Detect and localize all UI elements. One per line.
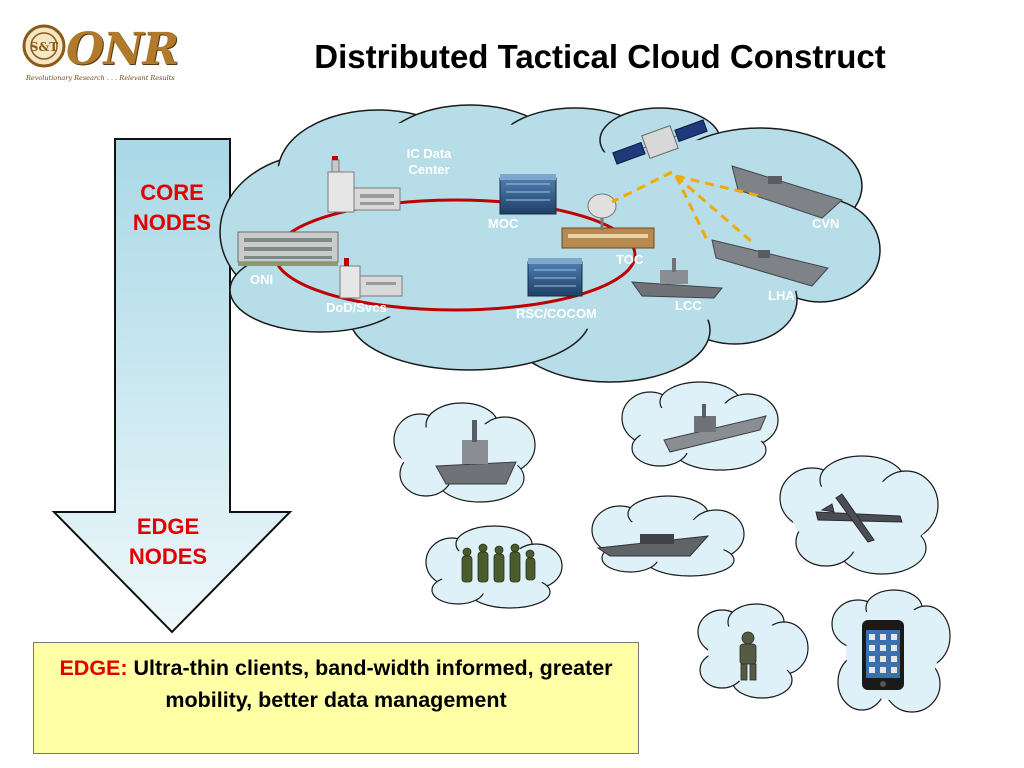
moc-building-icon — [499, 174, 557, 215]
node-label-oni: ONI — [250, 272, 274, 287]
edge-cloud-patrol-boat — [591, 495, 745, 577]
node-label-rsc-cocom: RSC/COCOM — [516, 306, 597, 321]
oni-building-icon — [237, 231, 339, 266]
edge-description-text: Ultra-thin clients, band-width informed,… — [127, 656, 613, 712]
node-label-ic-data-center: IC Data Center — [406, 146, 452, 177]
satellite-links — [611, 170, 761, 244]
edge-nodes-label: EDGE NODES — [128, 514, 208, 569]
edge-cloud-soldier — [697, 603, 809, 699]
cvn-carrier-icon — [731, 165, 843, 219]
node-label-moc: MOC — [488, 216, 519, 231]
svg-text:S&T: S&T — [30, 40, 59, 54]
node-label-cvn: CVN — [812, 216, 840, 231]
edge-cloud-smartphone — [831, 589, 951, 713]
satellite-icon — [612, 119, 708, 165]
onr-logo: S&T ONR Revolutionary Research . . . Rel… — [22, 22, 179, 88]
edge-word: EDGE: — [59, 656, 128, 680]
core-nodes-label: CORE NODES — [132, 180, 212, 235]
soldiers-icon — [461, 543, 536, 583]
smartphone-icon — [862, 620, 904, 690]
ic-data-center-building-icon — [327, 156, 401, 213]
cruiser-ship-icon — [435, 420, 517, 485]
lha-ship-icon — [711, 239, 829, 287]
dod-svcs-building-icon — [339, 258, 403, 299]
toc-satellite-dish-icon — [561, 193, 655, 249]
uav-aircraft-icon — [815, 493, 903, 543]
destroyer-ship-icon — [663, 404, 767, 453]
edge-cloud-cruiser — [393, 402, 536, 503]
node-label-lcc: LCC — [675, 298, 702, 313]
edge-description-box: EDGE: Ultra-thin clients, band-width inf… — [33, 642, 639, 754]
lcc-ship-icon — [630, 258, 723, 299]
logo-tagline: Revolutionary Research . . . Relevant Re… — [26, 74, 175, 82]
edge-cloud-uav — [779, 455, 939, 575]
edge-cloud-soldiers — [425, 525, 563, 609]
soldier-icon — [739, 631, 757, 681]
patrol-boat-icon — [596, 534, 710, 557]
node-label-lha: LHA — [768, 288, 795, 303]
seal-icon: S&T — [22, 24, 66, 68]
page-title: Distributed Tactical Cloud Construct — [314, 38, 886, 75]
edge-cloud-destroyer — [621, 381, 779, 471]
rsc-cocom-building-icon — [527, 258, 583, 297]
node-label-toc: TOC — [616, 252, 644, 267]
logo-letters: ONR — [66, 24, 179, 75]
node-label-dod-svcs: DoD/Svcs — [326, 300, 387, 315]
